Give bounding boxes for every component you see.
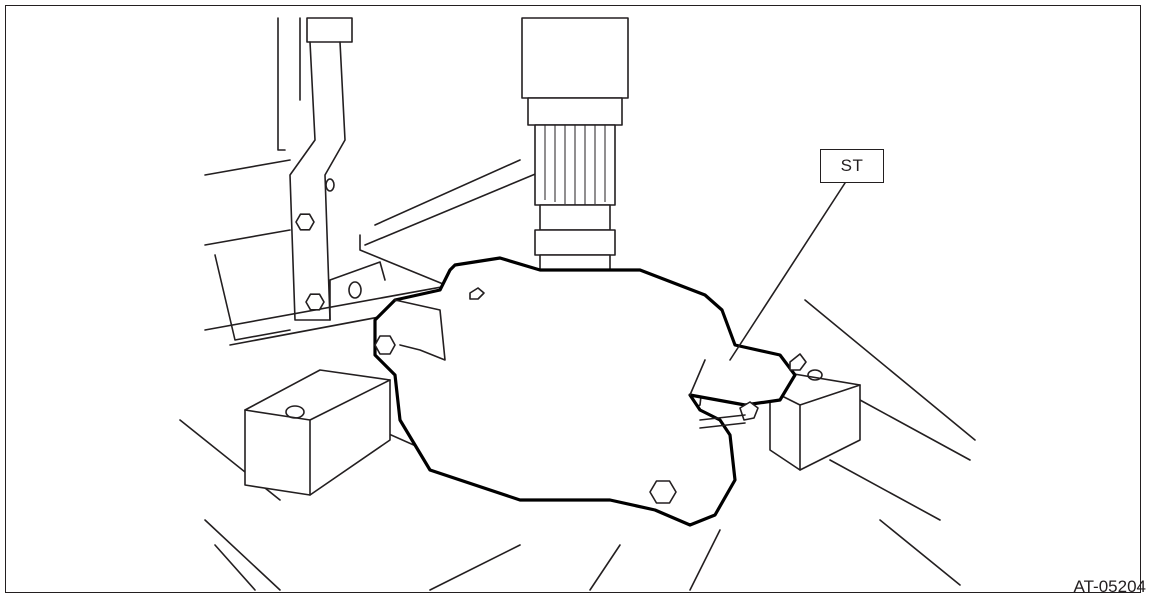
press-ram — [521, 17, 629, 126]
callout-label-st: ST — [820, 149, 884, 183]
figure-code: AT-05204 — [1073, 577, 1146, 596]
figure-frame — [5, 5, 1141, 593]
splined-shaft — [534, 124, 616, 301]
hex-bolt — [374, 287, 807, 504]
special-tool-st — [373, 256, 797, 527]
support-block — [244, 369, 861, 496]
press-frame — [277, 17, 386, 321]
press-bench — [179, 144, 976, 591]
callout-leader-line — [729, 182, 846, 361]
